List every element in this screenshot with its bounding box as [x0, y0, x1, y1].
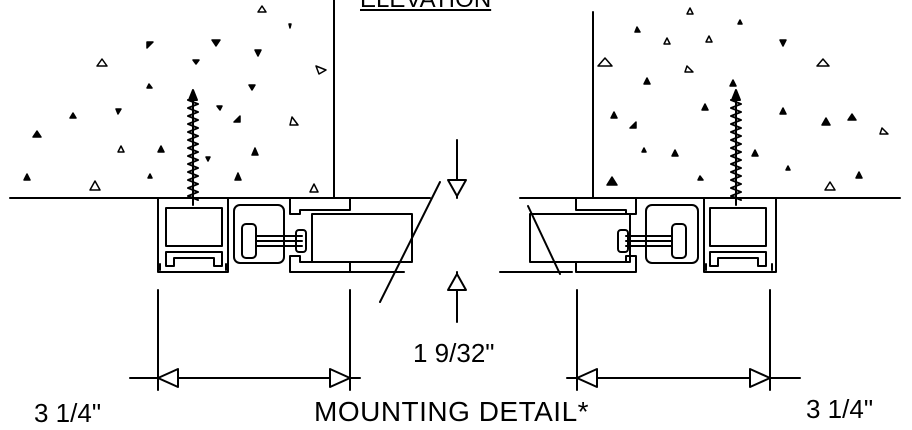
mounting-extrusion-right [529, 197, 777, 273]
break-line-left [379, 181, 441, 303]
top-heading: ELEVATION [360, 0, 491, 14]
screw-right [730, 89, 742, 206]
glazing-panel [349, 181, 573, 303]
mounting-extrusion-left [157, 197, 413, 273]
diagram-caption: MOUNTING DETAIL* [314, 396, 590, 427]
concrete-hatch-right [597, 7, 889, 191]
break-line-right [527, 205, 561, 275]
right-width-label: 3 1/4" [806, 394, 874, 424]
thickness-dimension-label: 1 9/32" [413, 338, 495, 368]
concrete-hatch-left [23, 5, 327, 193]
thickness-dimension [447, 139, 467, 323]
left-width-label: 3 1/4" [34, 398, 102, 428]
width-dimension-right [566, 289, 801, 391]
width-dimension-left [129, 289, 361, 391]
wall-substrate [9, 0, 901, 199]
screw-left [187, 89, 199, 206]
